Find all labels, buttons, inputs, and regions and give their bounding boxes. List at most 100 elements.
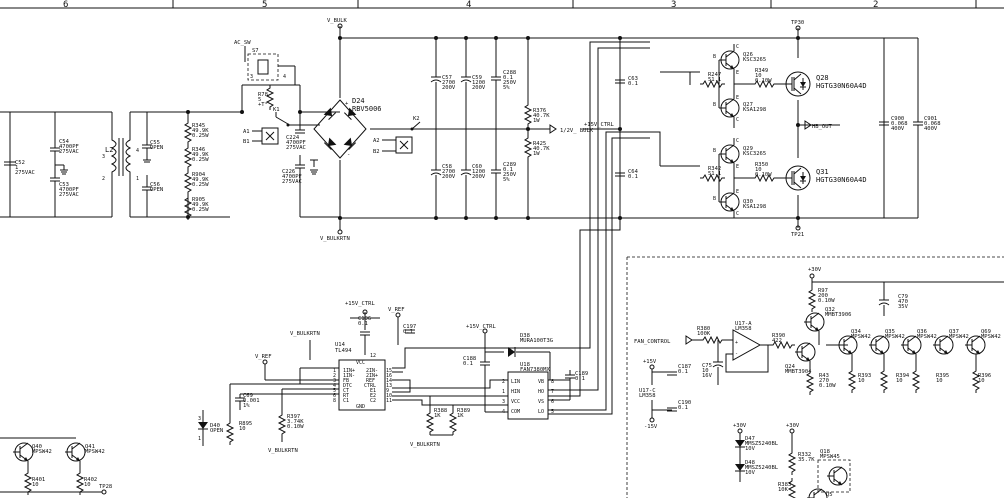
svg-text:4700PF: 4700PF: [59, 144, 79, 150]
svg-text:U18: U18: [520, 362, 530, 368]
svg-text:R397: R397: [287, 414, 300, 420]
svg-text:2: 2: [502, 379, 505, 385]
svg-text:1K: 1K: [434, 413, 441, 419]
svg-text:MPSW45: MPSW45: [820, 454, 840, 460]
svg-text:5: 5: [551, 409, 554, 415]
svg-text:1: 1: [198, 436, 201, 442]
svg-text:400V: 400V: [891, 126, 905, 132]
svg-text:275VAC: 275VAC: [59, 192, 79, 198]
svg-text:R425: R425: [533, 141, 546, 147]
svg-text:4: 4: [333, 383, 336, 389]
svg-text:10: 10: [896, 378, 903, 384]
svg-text:OPEN: OPEN: [210, 428, 223, 434]
svg-text:C59: C59: [472, 75, 482, 81]
svg-text:K1: K1: [273, 107, 280, 113]
svg-text:B2: B2: [373, 149, 380, 155]
svg-text:MPSW42: MPSW42: [85, 449, 105, 455]
svg-text:HGTG30N60A4D: HGTG30N60A4D: [816, 176, 867, 184]
svg-text:10: 10: [239, 426, 246, 432]
svg-text:49.9K: 49.9K: [192, 202, 209, 208]
col-label: 4: [466, 0, 471, 10]
svg-text:R78: R78: [258, 92, 268, 98]
svg-text:A2: A2: [373, 138, 380, 144]
svg-text:R393: R393: [858, 373, 871, 379]
svg-text:49.9K: 49.9K: [192, 152, 209, 158]
svg-text:1: 1: [136, 176, 139, 182]
svg-text:MMSZ5240BL: MMSZ5240BL: [745, 441, 779, 447]
svg-text:1200: 1200: [472, 169, 485, 175]
svg-text:275VAC: 275VAC: [282, 179, 302, 185]
svg-text:1200: 1200: [472, 80, 485, 86]
svg-text:VS: VS: [538, 399, 544, 405]
svg-text:3: 3: [502, 399, 505, 405]
svg-text:250V: 250V: [503, 172, 517, 178]
svg-text:200: 200: [818, 293, 828, 299]
svg-text:LM358: LM358: [639, 393, 656, 399]
svg-text:LIN: LIN: [511, 379, 520, 385]
svg-text:C1: C1: [343, 398, 349, 404]
svg-text:0.1: 0.1: [503, 75, 513, 81]
svg-text:Q35: Q35: [885, 329, 895, 335]
half-bridge: +15V_CTRL C63 0.1 C64 0.1 R247 51.1 R349…: [583, 20, 941, 238]
svg-text:R383: R383: [778, 482, 791, 488]
svg-text:KSA1298: KSA1298: [743, 204, 766, 210]
svg-text:D48: D48: [745, 460, 755, 466]
svg-text:REF: REF: [366, 378, 375, 384]
svg-text:3: 3: [102, 154, 105, 160]
svg-text:16V: 16V: [702, 373, 713, 379]
svg-text:1W: 1W: [533, 151, 540, 157]
svg-text:R346: R346: [192, 147, 205, 153]
svg-text:V_BULKRTN: V_BULKRTN: [290, 331, 320, 337]
u18-pins: LIN HIN VCC COM VB HO VS LO 2 1 3 4 8 7 …: [502, 379, 554, 415]
svg-text:0.1: 0.1: [358, 321, 368, 327]
svg-text:5%: 5%: [503, 85, 510, 91]
svg-text:E: E: [736, 95, 739, 101]
svg-text:Q41: Q41: [85, 444, 95, 450]
svg-text:1W: 1W: [533, 118, 540, 124]
svg-text:LO: LO: [538, 409, 544, 415]
svg-text:Q69: Q69: [981, 329, 991, 335]
svg-text:C79: C79: [898, 294, 908, 300]
svg-text:0.1: 0.1: [678, 405, 688, 411]
input-filter: C52 1 275VAC C54 4700PF 275VAC C53 4700P…: [4, 112, 209, 221]
svg-text:MPSW42: MPSW42: [949, 334, 969, 340]
svg-text:FAN7380MX: FAN7380MX: [520, 367, 550, 373]
svg-text:200V: 200V: [442, 85, 456, 91]
svg-text:DTC: DTC: [343, 383, 352, 389]
svg-text:0.10W: 0.10W: [287, 424, 304, 430]
svg-text:0.25W: 0.25W: [192, 182, 209, 188]
svg-text:VB: VB: [538, 379, 544, 385]
svg-text:0.25W: 0.25W: [192, 157, 209, 163]
svg-text:VCC: VCC: [511, 399, 520, 405]
svg-text:R345: R345: [192, 123, 205, 129]
svg-text:2IN-: 2IN-: [366, 368, 378, 374]
svg-text:+15V_CTRL: +15V_CTRL: [466, 324, 496, 330]
svg-text:0.001: 0.001: [243, 398, 260, 404]
svg-text:8: 8: [333, 398, 336, 404]
svg-text:10: 10: [978, 378, 985, 384]
svg-text:+15V_CTRL: +15V_CTRL: [345, 301, 375, 307]
svg-text:MPSW42: MPSW42: [885, 334, 905, 340]
svg-text:C63: C63: [628, 76, 638, 82]
svg-text:R895: R895: [239, 421, 252, 427]
svg-text:10: 10: [936, 378, 943, 384]
svg-text:51.1: 51.1: [708, 171, 721, 177]
svg-text:TL494: TL494: [335, 348, 352, 354]
svg-text:+30V: +30V: [786, 423, 800, 429]
svg-text:0.1: 0.1: [628, 174, 638, 180]
gate-driver: +15V_CTRL D38 MURA100T3G C188 0.1 U18 FA…: [463, 47, 661, 420]
svg-text:FB: FB: [343, 378, 349, 384]
svg-text:6: 6: [551, 399, 554, 405]
ref-label: C52: [15, 160, 25, 166]
svg-text:C901: C901: [924, 116, 937, 122]
svg-text:0.1: 0.1: [403, 329, 413, 335]
svg-text:B: B: [713, 196, 716, 202]
svg-text:250V: 250V: [503, 80, 517, 86]
svg-text:Q36: Q36: [917, 329, 927, 335]
svg-text:C: C: [736, 44, 739, 50]
svg-text:6: 6: [333, 393, 336, 399]
svg-text:1/2V_ BULK: 1/2V_ BULK: [560, 128, 594, 134]
svg-text:0.1: 0.1: [628, 81, 638, 87]
svg-text:C187: C187: [678, 364, 691, 370]
